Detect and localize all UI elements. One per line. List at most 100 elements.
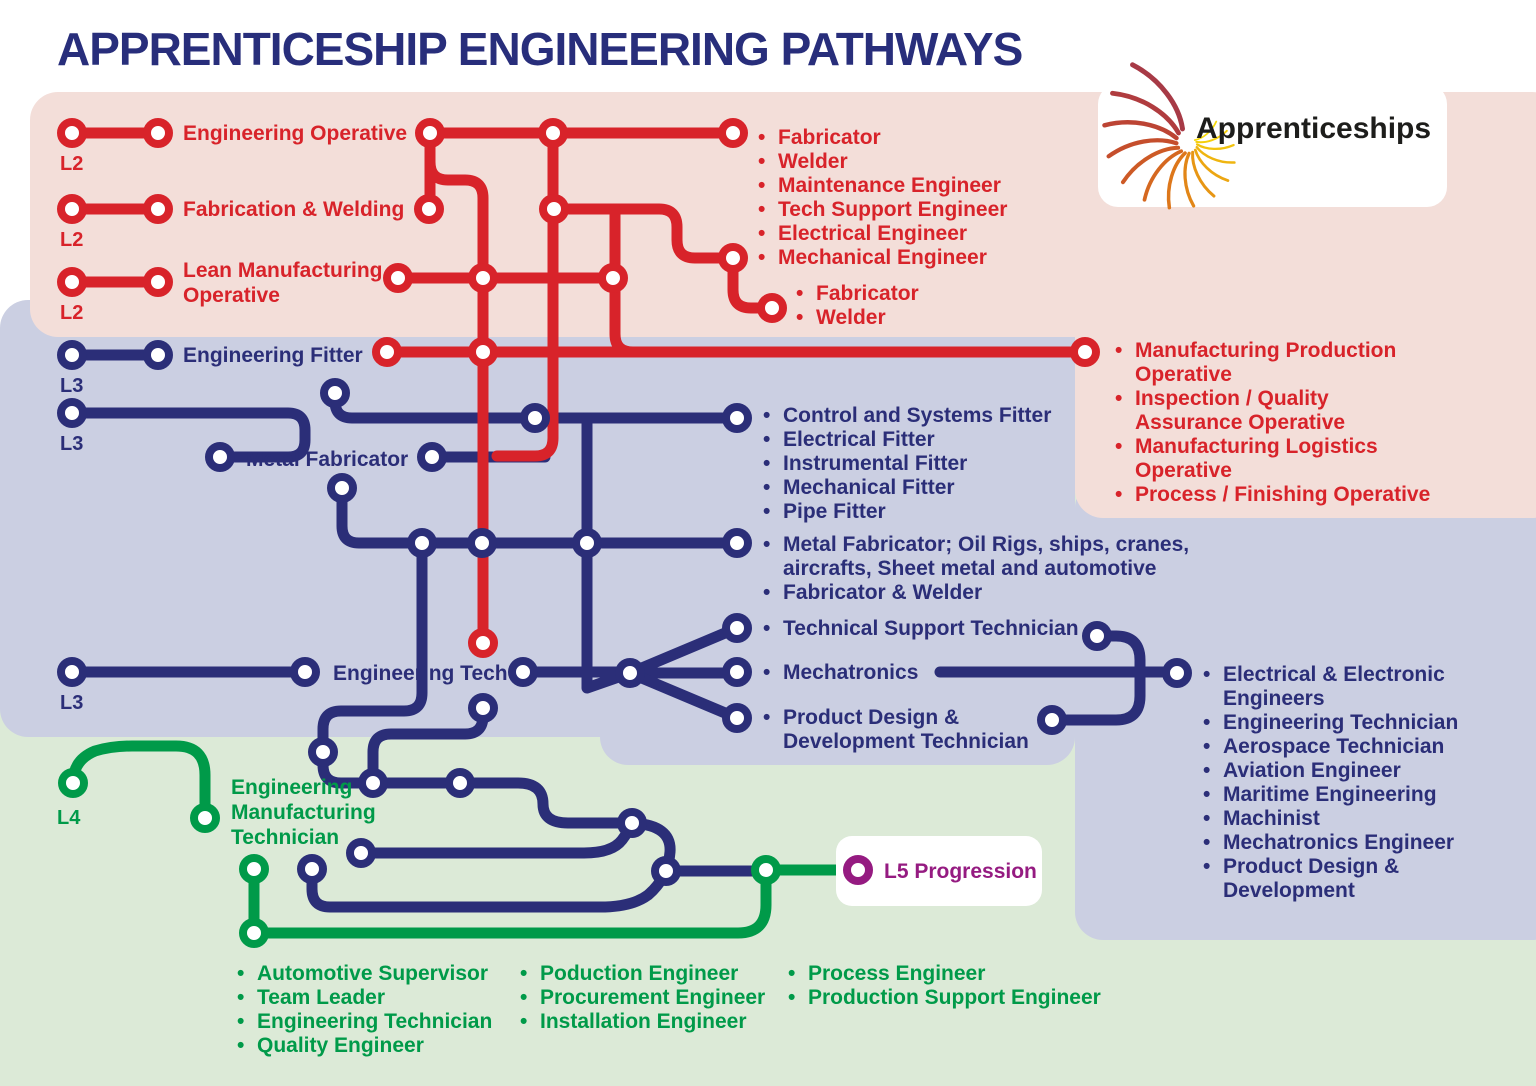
bullet-icon: • — [763, 533, 771, 556]
list-item: •Inspection / Quality Assurance Operativ… — [1115, 387, 1430, 435]
level-l3: L3 — [60, 433, 84, 455]
list-item: •Aerospace Technician — [1203, 735, 1458, 759]
station-red — [372, 337, 402, 367]
list-item: •Process / Finishing Operative — [1115, 483, 1430, 507]
list-item: •Machinist — [1203, 807, 1458, 831]
label-engineering-fitter: Engineering Fitter — [183, 344, 363, 367]
bullet-icon: • — [763, 500, 771, 523]
bullet-icon: • — [1115, 339, 1123, 362]
station-blue — [468, 693, 498, 723]
list-item-text: Mechatronics — [783, 661, 919, 684]
list-metal-fabricator-roles: •Metal Fabricator; Oil Rigs, ships, cran… — [763, 533, 1189, 605]
station-red — [598, 263, 628, 293]
list-item: •Procurement Engineer — [520, 986, 765, 1010]
pink-band-right-tab — [1075, 250, 1536, 518]
bullet-icon: • — [763, 476, 771, 499]
list-item: •Mechatronics — [763, 661, 918, 685]
station-blue — [1037, 705, 1067, 735]
list-item: •Product Design & Development Technician — [763, 706, 1029, 754]
station-red — [1070, 337, 1100, 367]
bullet-icon: • — [1203, 831, 1211, 854]
logo-swirl-ray — [1166, 151, 1187, 210]
logo-swirl-ray — [1110, 90, 1181, 136]
list-item-text: Quality Engineer — [257, 1034, 424, 1057]
station-blue — [722, 657, 752, 687]
logo-swirl-ray — [1130, 62, 1185, 132]
bullet-icon: • — [758, 222, 766, 245]
metro-line-red — [548, 203, 739, 264]
list-item: •Tech Support Engineer — [758, 198, 1007, 222]
list-item-text: Electrical Fitter — [783, 428, 935, 451]
list-item-text: Engineering Technician — [257, 1010, 493, 1033]
logo-swirl-ray — [1193, 120, 1218, 141]
label-metal-fabricator: Metal Fabricator — [246, 448, 409, 471]
list-item: • Mechanical Engineer — [758, 246, 1007, 270]
list-item-text: Engineering Technician — [1223, 711, 1459, 734]
station-red — [414, 194, 444, 224]
station-blue — [57, 657, 87, 687]
station-purple — [843, 855, 873, 885]
list-item: •Product Design & Development — [1203, 855, 1458, 903]
list-item: •Mechanical Fitter — [763, 476, 1051, 500]
station-blue — [572, 528, 602, 558]
station-blue — [57, 340, 87, 370]
list-item: •Poduction Engineer — [520, 962, 765, 986]
list-item-text: Team Leader — [257, 986, 385, 1009]
station-red — [539, 194, 569, 224]
bullet-icon: • — [237, 1034, 245, 1057]
station-blue — [445, 768, 475, 798]
level-l2: L2 — [60, 229, 84, 251]
station-blue — [297, 854, 327, 884]
bullet-icon: • — [520, 1010, 528, 1033]
list-item: •Maritime Engineering — [1203, 783, 1458, 807]
logo-swirl-ray — [1106, 138, 1179, 159]
station-blue — [722, 528, 752, 558]
bullet-icon: • — [758, 126, 766, 149]
bullet-icon: • — [237, 962, 245, 985]
station-blue — [520, 403, 550, 433]
station-red — [383, 263, 413, 293]
label-fabrication-welding: Fabrication & Welding — [183, 198, 405, 221]
station-blue — [320, 378, 350, 408]
list-item-text: Process / Finishing Operative — [1135, 483, 1431, 506]
logo-swirl-ray — [1142, 149, 1184, 202]
list-item: •Engineering Technician — [237, 1010, 492, 1034]
list-fabrication-welding-roles: •Fabricator•Welder — [796, 282, 919, 330]
logo-swirl-ray — [1193, 148, 1230, 182]
list-item-text: Process Engineer — [808, 962, 986, 985]
list-item-text: Maintenance Engineer — [778, 174, 1001, 197]
list-item: • Electrical & Electronic Engineers — [1203, 663, 1458, 711]
list-item-text: Fabricator & Welder — [783, 581, 983, 604]
list-item: •Team Leader — [237, 986, 492, 1010]
station-blue — [407, 528, 437, 558]
list-item: •Fabricator — [796, 282, 919, 306]
list-item: •Process Engineer — [788, 962, 1101, 986]
station-blue — [508, 657, 538, 687]
station-blue — [617, 808, 647, 838]
bullet-icon: • — [758, 246, 766, 269]
list-item: •Electrical Engineer — [758, 222, 1007, 246]
list-item: •Welder — [758, 150, 1007, 174]
metro-line-blue — [1046, 630, 1146, 726]
station-red — [718, 118, 748, 148]
list-item-text: Manufacturing Logistics Operative — [1135, 435, 1378, 482]
list-item: •Technical Support Technician — [763, 617, 1079, 641]
logo-swirl-ray — [1195, 143, 1235, 151]
station-blue — [358, 768, 388, 798]
logo-swirl-ray — [1183, 151, 1196, 208]
bullet-icon: • — [763, 452, 771, 475]
bullet-icon: • — [1203, 663, 1211, 686]
bullet-icon: • — [758, 198, 766, 221]
level-l2: L2 — [60, 153, 84, 175]
bullet-icon: • — [1203, 783, 1211, 806]
station-blue — [1162, 658, 1192, 688]
list-item-text: Installation Engineer — [540, 1010, 747, 1033]
list-item-text: Electrical & Electronic Engineers — [1223, 663, 1445, 710]
list-item-text: Mechanical Engineer — [778, 246, 987, 269]
list-item: •Engineering Technician — [1203, 711, 1458, 735]
label-engineering-operative: Engineering Operative — [183, 122, 408, 145]
station-blue — [327, 473, 357, 503]
list-item: •Manufacturing Production Operative — [1115, 339, 1430, 387]
list-item: •Electrical Fitter — [763, 428, 1051, 452]
